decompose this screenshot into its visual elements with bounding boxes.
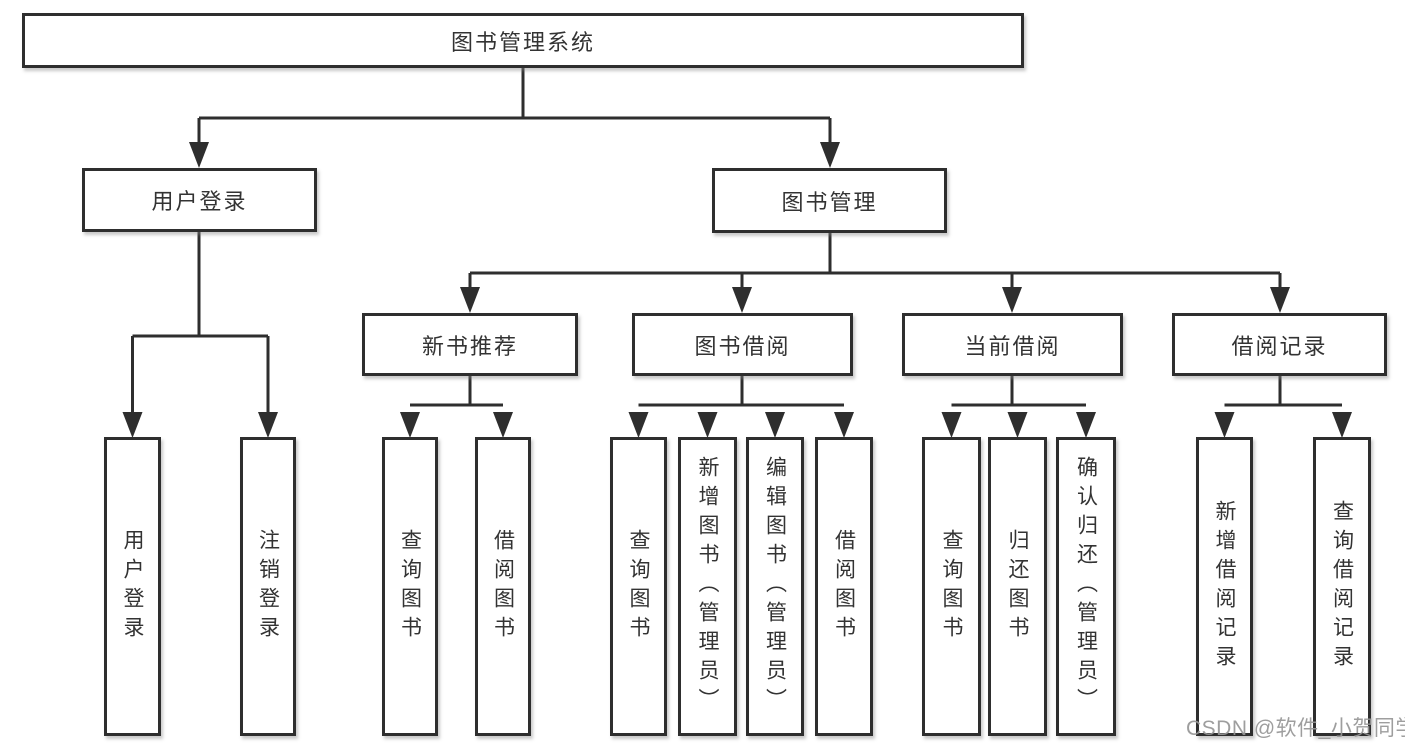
leaf-borrow-books-borrowing: 借阅图书 [815,437,873,736]
node-new-book-recommend: 新书推荐 [362,313,578,376]
node-label: 借阅记录 [1231,333,1328,359]
node-label: 新增借阅记录 [1213,499,1236,674]
node-label: 新增图书（管理员） [696,456,719,717]
connector-paths [131,68,1342,414]
leaf-edit-books-admin: 编辑图书（管理员） [746,437,804,736]
arrowheads [122,142,1352,438]
node-label: 查询图书 [398,528,422,645]
leaf-logout: 注销登录 [240,437,296,736]
node-label: 图书借阅 [694,333,791,359]
leaf-query-books-recommend: 查询图书 [382,437,438,736]
node-label: 图书管理 [781,189,878,215]
leaf-query-borrow-record: 查询借阅记录 [1313,437,1371,736]
node-book-borrowing: 图书借阅 [632,313,853,376]
leaf-user-login: 用户登录 [104,437,161,736]
leaf-query-books-current: 查询图书 [922,437,981,736]
node-label: 借阅图书 [491,528,515,645]
node-label: 借阅图书 [832,528,856,645]
node-label: 用户登录 [121,528,144,645]
node-borrowing-records: 借阅记录 [1172,313,1387,376]
leaf-confirm-return-admin: 确认归还（管理员） [1056,437,1116,736]
csdn-watermark: CSDN @软件_小贺同学 [1186,717,1405,740]
node-user-login: 用户登录 [82,168,317,232]
node-label: 当前借阅 [964,333,1061,359]
leaf-return-books: 归还图书 [988,437,1047,736]
node-label: 确认归还（管理员） [1074,456,1098,717]
node-label: 图书管理系统 [450,29,595,55]
leaf-query-books-borrowing: 查询图书 [610,437,667,736]
leaf-add-books-admin: 新增图书（管理员） [678,437,737,736]
node-book-management: 图书管理 [712,168,947,233]
node-library-management-system: 图书管理系统 [22,13,1024,68]
node-label: 查询图书 [627,528,650,645]
node-label: 查询图书 [940,528,963,645]
node-label: 注销登录 [256,528,280,645]
node-current-borrowing: 当前借阅 [902,313,1123,376]
leaf-borrow-books-recommend: 借阅图书 [475,437,531,736]
node-label: 编辑图书（管理员） [763,456,787,717]
node-label: 查询借阅记录 [1330,499,1354,674]
node-label: 新书推荐 [421,333,518,359]
node-label: 归还图书 [1006,528,1029,645]
leaf-add-borrow-record: 新增借阅记录 [1196,437,1253,736]
node-label: 用户登录 [151,189,248,214]
